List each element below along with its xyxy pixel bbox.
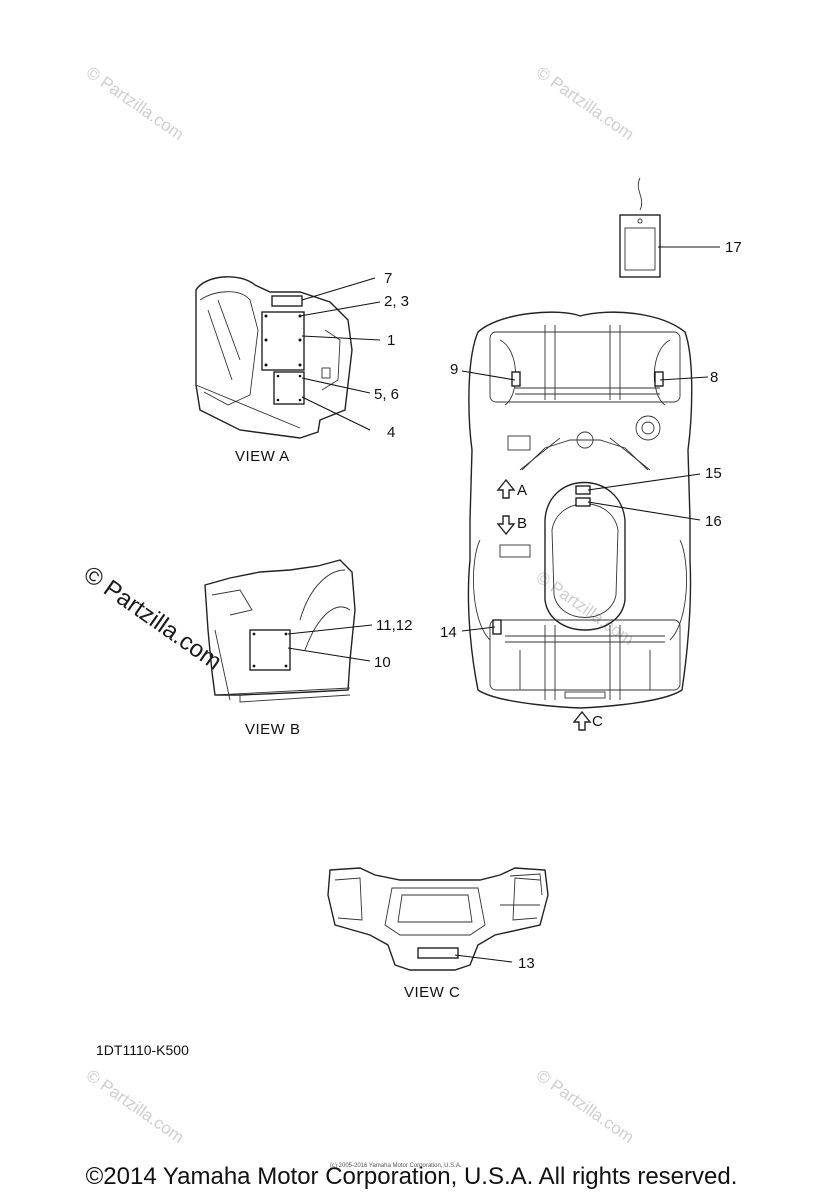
callout-15: 15 xyxy=(705,465,722,482)
tiny-credit: (c) 2005-2016 Yamaha Motor Corporation, … xyxy=(330,1163,462,1169)
callout-4: 4 xyxy=(387,424,395,441)
view-c-drawing xyxy=(327,867,549,971)
callout-10: 10 xyxy=(374,654,391,671)
view-a-drawing xyxy=(195,276,381,439)
watermark: © Partzilla.com xyxy=(533,568,638,649)
watermark: © Partzilla.com xyxy=(83,63,188,144)
callout-13: 13 xyxy=(518,955,535,972)
label-9 xyxy=(511,371,521,387)
arrow-up-icon xyxy=(572,710,592,731)
watermark: © Partzilla.com xyxy=(79,561,227,676)
callout-14: 14 xyxy=(440,624,457,641)
view-b-drawing xyxy=(204,559,373,703)
label-10 xyxy=(249,629,291,671)
callout-7: 7 xyxy=(384,270,392,287)
label-4 xyxy=(273,371,305,405)
view-c-caption: VIEW C xyxy=(404,984,460,1001)
arrow-up-icon xyxy=(496,478,516,499)
copyright-notice: ©2014 Yamaha Motor Corporation, U.S.A. A… xyxy=(85,1163,738,1190)
label-13 xyxy=(417,947,459,959)
callout-9: 9 xyxy=(450,361,458,378)
arrow-a-label: A xyxy=(517,482,527,499)
arrow-b-label: B xyxy=(517,515,527,532)
callout-5-6: 5, 6 xyxy=(374,386,399,403)
diagram-code: 1DT1110-K500 xyxy=(96,1042,189,1058)
view-a-caption: VIEW A xyxy=(235,448,290,465)
label-1 xyxy=(261,311,305,371)
watermark: © Partzilla.com xyxy=(533,1066,638,1147)
arrow-down-icon xyxy=(496,515,516,536)
label-8 xyxy=(654,371,664,387)
hang-tag-drawing xyxy=(619,177,720,278)
view-b-caption: VIEW B xyxy=(245,721,301,738)
label-16 xyxy=(575,497,591,507)
atv-top-view-drawing xyxy=(461,311,709,709)
arrow-c-label: C xyxy=(592,713,603,730)
watermark: © Partzilla.com xyxy=(533,63,638,144)
callout-17: 17 xyxy=(725,239,742,256)
label-17 xyxy=(619,214,661,278)
callout-8: 8 xyxy=(710,369,718,386)
label-7 xyxy=(271,295,303,307)
watermarks: © Partzilla.com © Partzilla.com © Partzi… xyxy=(79,63,638,1147)
callout-1: 1 xyxy=(387,332,395,349)
label-15 xyxy=(575,485,591,495)
callout-2-3: 2, 3 xyxy=(384,293,409,310)
callout-16: 16 xyxy=(705,513,722,530)
watermark: © Partzilla.com xyxy=(83,1066,188,1147)
callout-11-12: 11,12 xyxy=(376,617,412,634)
